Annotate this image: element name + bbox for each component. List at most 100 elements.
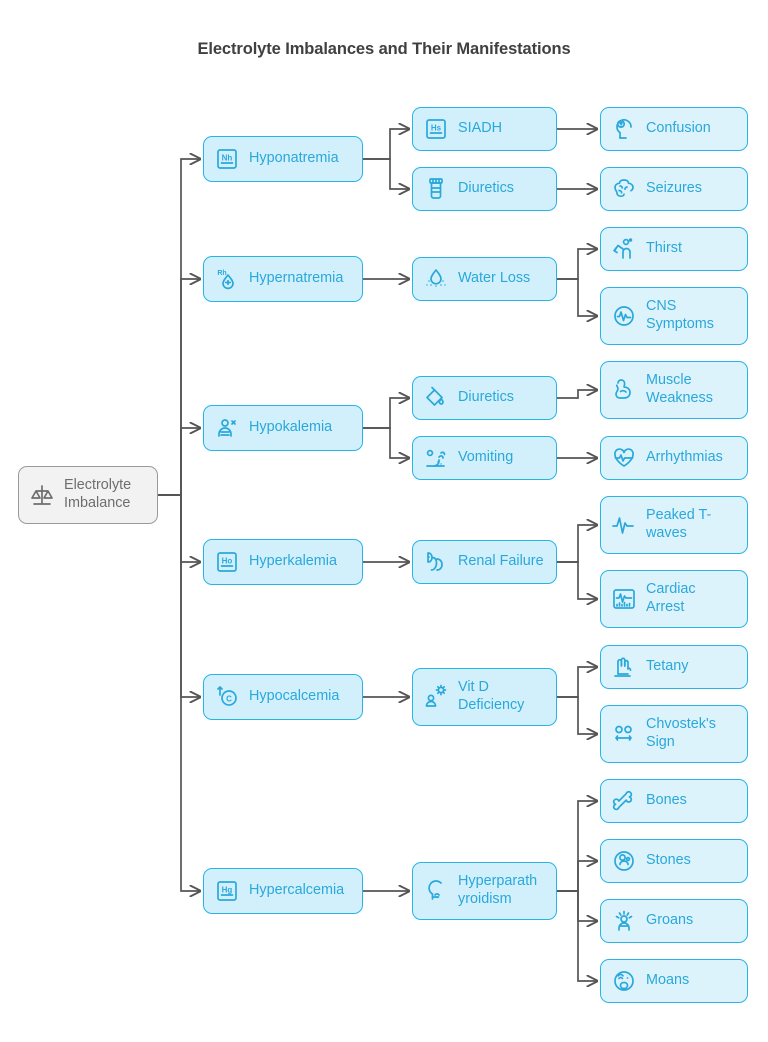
node-hyponatremia[interactable]: Nh Hyponatremia	[203, 136, 363, 182]
node-label: Electrolyte Imbalance	[64, 477, 132, 511]
water-drop-icon	[426, 269, 446, 287]
vomiting-icon	[426, 449, 446, 467]
sun-person-icon	[425, 684, 447, 707]
edge-hyperpara-to-bones	[557, 801, 597, 892]
svg-text:Nh: Nh	[222, 154, 233, 163]
moaning-face-icon	[614, 971, 634, 991]
edge-vit-d-to-chvostek	[557, 696, 597, 734]
edge-root-to-hyponatremia	[158, 159, 200, 496]
node-label: Thirst	[646, 240, 682, 257]
edge-hypokalemia-to-vomiting	[363, 427, 409, 458]
bone-icon	[612, 790, 633, 811]
kidney-icon	[427, 552, 443, 571]
node-label: Water Loss	[458, 270, 531, 287]
node-groans[interactable]: Groans	[600, 899, 748, 943]
edge-hyperpara-to-groans	[557, 890, 597, 921]
brain-icon	[614, 179, 634, 198]
edge-root-to-hypernatremia	[158, 279, 200, 496]
node-seizures[interactable]: Seizures	[600, 167, 748, 211]
element-hs-icon: Hs	[426, 119, 446, 139]
edge-root-to-hypocalcemia	[158, 494, 200, 697]
element-hg-icon: Hg	[217, 881, 237, 901]
node-cns-symptoms[interactable]: CNS Symptoms	[600, 287, 748, 345]
node-water-loss[interactable]: Water Loss	[412, 257, 557, 301]
node-label: Seizures	[646, 180, 702, 197]
svg-text:Hg: Hg	[222, 886, 233, 895]
thermometer-c-icon: C	[217, 686, 237, 706]
page-title: Electrolyte Imbalances and Their Manifes…	[197, 40, 571, 58]
balance-scales-icon	[31, 485, 53, 505]
node-label: Arrhythmias	[646, 449, 723, 466]
node-cardiac-arrest[interactable]: Cardiac Arrest	[600, 570, 748, 628]
edge-hyponatremia-to-siadh	[363, 129, 409, 160]
svg-text:Rh: Rh	[217, 270, 226, 277]
node-peaked-t[interactable]: Peaked T- waves	[600, 496, 748, 554]
node-label: Hypernatremia	[249, 270, 344, 287]
edge-vit-d-to-tetany	[557, 667, 597, 698]
node-tetany[interactable]: Tetany	[600, 645, 748, 689]
node-label: Hypocalcemia	[249, 688, 340, 705]
svg-text:C: C	[226, 695, 232, 704]
node-label: Hyperkalemia	[249, 553, 337, 570]
edge-water-loss-to-cns-symptoms	[557, 278, 597, 316]
edge-renal-failure-to-cardiac-arrest	[557, 561, 597, 599]
node-stones[interactable]: Stones	[600, 839, 748, 883]
node-label: Stones	[646, 852, 691, 869]
droplet-rh-icon: Rh	[217, 270, 234, 290]
element-ho-icon: Ho	[217, 552, 237, 572]
node-label: Groans	[646, 912, 694, 929]
person-potassium-icon	[218, 419, 236, 437]
node-hypocalcemia[interactable]: C Hypocalcemia	[203, 674, 363, 720]
node-hypernatremia[interactable]: Rh Hypernatremia	[203, 256, 363, 302]
paint-bucket-icon	[426, 386, 444, 406]
svg-text:Ho: Ho	[222, 557, 233, 566]
node-root[interactable]: Electrolyte Imbalance	[18, 466, 158, 524]
node-label: CNS Symptoms	[646, 298, 714, 332]
node-hyperkalemia[interactable]: Ho Hyperkalemia	[203, 539, 363, 585]
node-label: Diuretics	[458, 180, 514, 197]
edge-hyperpara-to-moans	[557, 890, 597, 981]
edge-root-to-hyperkalemia	[158, 494, 200, 562]
node-moans[interactable]: Moans	[600, 959, 748, 1003]
node-label: Cardiac Arrest	[646, 581, 696, 615]
ecg-wave-icon	[612, 517, 634, 534]
element-nh-icon: Nh	[217, 149, 237, 169]
node-vit-d[interactable]: Vit D Deficiency	[412, 668, 557, 726]
node-label: Tetany	[646, 658, 689, 675]
pill-bottle-icon	[429, 178, 443, 199]
node-thirst[interactable]: Thirst	[600, 227, 748, 271]
drinking-person-icon	[613, 238, 633, 259]
person-distress-icon	[615, 910, 633, 931]
node-hypokalemia[interactable]: Hypokalemia	[203, 405, 363, 451]
node-renal-failure[interactable]: Renal Failure	[412, 540, 557, 584]
node-label: Moans	[646, 972, 690, 989]
kidney-stone-icon	[614, 851, 634, 871]
node-siadh[interactable]: Hs SIADH	[412, 107, 557, 151]
node-label: SIADH	[458, 120, 502, 137]
heart-pulse-icon	[614, 448, 634, 467]
ecg-monitor-icon	[613, 589, 635, 609]
node-chvostek[interactable]: Chvostek's Sign	[600, 705, 748, 763]
edge-root-to-hypokalemia	[158, 428, 200, 496]
node-vomiting[interactable]: Vomiting	[412, 436, 557, 480]
node-label: Diuretics	[458, 389, 514, 406]
node-hyperpara[interactable]: Hyperparath yroidism	[412, 862, 557, 920]
edge-hyponatremia-to-diuretics-hn	[363, 158, 409, 189]
node-bones[interactable]: Bones	[600, 779, 748, 823]
node-muscle-weak[interactable]: Muscle Weakness	[600, 361, 748, 419]
muscle-arm-icon	[615, 379, 631, 399]
edge-renal-failure-to-peaked-t	[557, 525, 597, 563]
node-diuretics-hn[interactable]: Diuretics	[412, 167, 557, 211]
node-label: Vit D Deficiency	[458, 679, 525, 713]
node-arrhythmias[interactable]: Arrhythmias	[600, 436, 748, 480]
node-label: Chvostek's Sign	[646, 716, 716, 750]
node-label: Hypokalemia	[249, 419, 333, 436]
node-label: Peaked T- waves	[646, 507, 712, 541]
node-confusion[interactable]: Confusion	[600, 107, 748, 151]
node-diuretics-hk[interactable]: Diuretics	[412, 376, 557, 420]
edge-diuretics-hk-to-muscle-weak	[557, 390, 597, 399]
svg-text:Hs: Hs	[431, 124, 442, 133]
node-label: Hyponatremia	[249, 150, 339, 167]
